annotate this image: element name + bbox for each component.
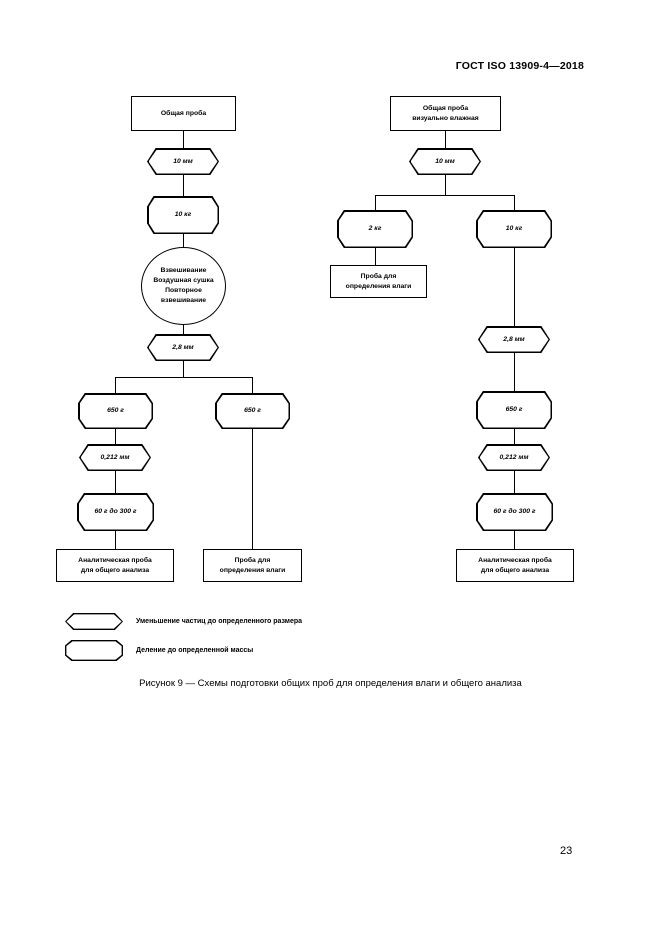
left-process-line-1: Взвешивание — [160, 267, 207, 275]
right-source-box: Общая проба визуально влажная — [390, 96, 501, 131]
right-terminal-analysis-line-2: для общего анализа — [480, 566, 550, 574]
left-size-reduction-3-label: 0,212 мм — [80, 445, 150, 470]
figure-flowcharts: Общая проба 10 мм 10 кг Взвешивание Возд… — [56, 96, 574, 661]
legend-item-division: Деление до определенной массы — [65, 640, 253, 661]
right-division-branch-b-label: 10 кг — [477, 211, 551, 247]
left-size-reduction-1: 10 мм — [147, 148, 219, 175]
connector-left-split — [115, 377, 253, 379]
connector-right-4 — [514, 248, 516, 326]
connector-left-8 — [115, 471, 117, 493]
connector-left-5 — [183, 361, 185, 377]
left-division-branch-b: 650 г — [215, 393, 290, 429]
connector-left-split-b — [252, 377, 254, 393]
left-terminal-analysis-line-1: Аналитическая проба — [78, 556, 152, 564]
connector-left-4 — [183, 325, 185, 334]
document-header: ГОСТ ISO 13909-4—2018 — [455, 60, 584, 72]
right-terminal-moisture-line-1: Проба для — [360, 272, 397, 280]
connector-left-2 — [183, 175, 185, 196]
right-source-line-1: Общая проба — [422, 104, 469, 112]
octagon-shape-icon — [65, 640, 123, 661]
left-source-label: Общая проба — [160, 109, 207, 117]
right-size-reduction-1: 10 мм — [409, 148, 481, 175]
left-division-final-label: 60 г до 300 г — [78, 494, 153, 530]
right-size-reduction-3-label: 0,212 мм — [479, 445, 549, 470]
right-size-reduction-1-label: 10 мм — [410, 149, 480, 174]
left-process-line-2: Воздушная сушка — [153, 277, 214, 285]
right-division-2-label: 650 г — [477, 392, 551, 428]
left-process-line-3: Повторное — [165, 287, 202, 294]
legend-item-size-reduction: Уменьшение частиц до определенного разме… — [65, 613, 302, 630]
right-terminal-moisture-line-2: определения влаги — [345, 282, 412, 290]
right-size-reduction-3: 0,212 мм — [478, 444, 550, 471]
connector-right-3 — [375, 248, 377, 265]
connector-left-7 — [252, 429, 254, 549]
connector-right-2 — [445, 175, 447, 195]
left-division-branch-a: 650 г — [78, 393, 153, 429]
connector-right-5 — [514, 353, 516, 391]
right-division-final: 60 г до 300 г — [476, 493, 553, 531]
connector-right-split-b — [514, 195, 516, 210]
left-size-reduction-3: 0,212 мм — [79, 444, 151, 471]
right-terminal-moisture: Проба для определения влаги — [330, 265, 427, 298]
left-division-branch-b-label: 650 г — [216, 394, 289, 428]
right-division-branch-a-label: 2 кг — [338, 211, 412, 247]
connector-left-split-a — [115, 377, 117, 393]
left-division-branch-a-label: 650 г — [79, 394, 152, 428]
right-source-line-2: визуально влажная — [412, 114, 479, 122]
hexagon-shape-icon — [65, 613, 123, 630]
connector-left-9 — [115, 531, 117, 549]
left-size-reduction-1-label: 10 мм — [148, 149, 218, 174]
figure-caption: Рисунок 9 — Схемы подготовки общих проб … — [139, 678, 522, 689]
connector-right-split — [375, 195, 515, 197]
right-size-reduction-2: 2,8 мм — [478, 326, 550, 353]
left-size-reduction-2: 2,8 мм — [147, 334, 219, 361]
left-process-circle: Взвешивание Воздушная сушка Повторное вз… — [141, 247, 226, 325]
left-terminal-analysis: Аналитическая проба для общего анализа — [56, 549, 174, 582]
left-division-1: 10 кг — [147, 196, 219, 234]
connector-right-split-a — [375, 195, 377, 210]
connector-left-1 — [183, 131, 185, 148]
legend-label-division: Деление до определенной массы — [136, 647, 254, 654]
left-terminal-moisture-line-2: определения влаги — [219, 566, 286, 574]
connector-left-6 — [115, 429, 117, 444]
left-process-line-4: взвешивание — [160, 296, 207, 304]
connector-right-7 — [514, 471, 516, 493]
left-division-1-label: 10 кг — [148, 197, 218, 233]
connector-left-3 — [183, 234, 185, 247]
connector-right-8 — [514, 531, 516, 549]
right-terminal-analysis-line-1: Аналитическая проба — [478, 556, 552, 564]
right-size-reduction-2-label: 2,8 мм — [479, 327, 549, 352]
left-terminal-analysis-line-2: для общего анализа — [80, 566, 150, 574]
page-number: 23 — [560, 845, 573, 857]
right-division-branch-b: 10 кг — [476, 210, 552, 248]
left-division-final: 60 г до 300 г — [77, 493, 154, 531]
right-terminal-analysis: Аналитическая проба для общего анализа — [456, 549, 574, 582]
legend-label-size-reduction: Уменьшение частиц до определенного разме… — [136, 618, 303, 625]
left-terminal-moisture: Проба для определения влаги — [203, 549, 302, 582]
left-terminal-moisture-line-1: Проба для — [234, 556, 271, 564]
connector-right-6 — [514, 429, 516, 444]
right-division-final-label: 60 г до 300 г — [477, 494, 552, 530]
left-source-box: Общая проба — [131, 96, 236, 131]
right-division-2: 650 г — [476, 391, 552, 429]
connector-right-1 — [445, 131, 447, 148]
right-division-branch-a: 2 кг — [337, 210, 413, 248]
left-size-reduction-2-label: 2,8 мм — [148, 335, 218, 360]
